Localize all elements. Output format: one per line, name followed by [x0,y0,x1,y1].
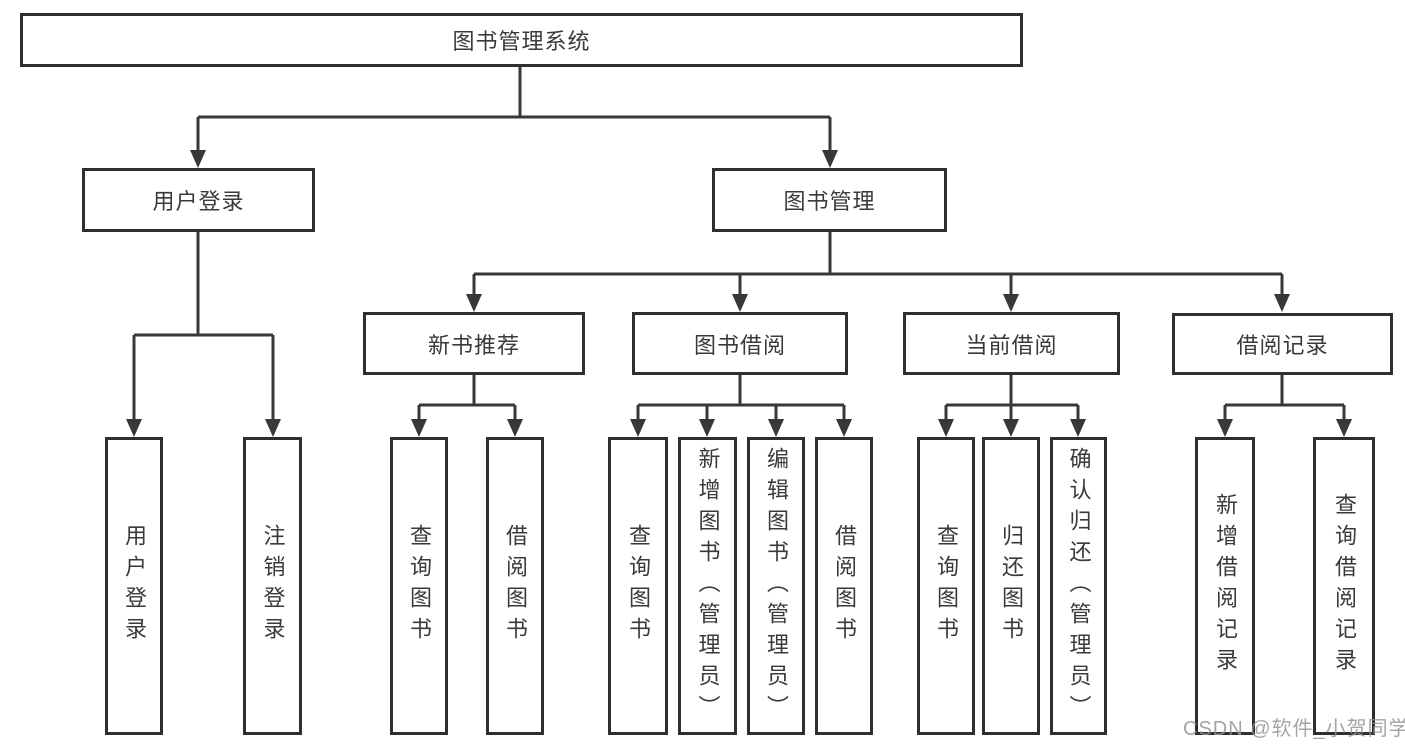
arrow-down-icon [1217,419,1233,437]
arrow-down-icon [265,419,281,437]
leaf-borrow-books-borrow: 借阅图书 [815,437,873,735]
arrow-down-icon [836,419,852,437]
connector-line [196,67,832,152]
arrow-down-icon [1336,419,1352,437]
leaf-label: 注销登录 [260,524,286,648]
leaf-label: 查询图书 [626,524,651,648]
node-borrow-record: 借阅记录 [1172,313,1393,375]
arrow-down-icon [732,294,748,312]
leaf-label: 查询图书 [934,524,959,648]
connector-current-borrow-children [938,375,1086,437]
leaf-label: 查询图书 [407,524,432,648]
node-borrow-record-label: 借阅记录 [1236,333,1329,358]
leaf-borrow-books-newbook: 借阅图书 [486,437,544,735]
leaf-return-book: 归还图书 [982,437,1040,735]
connector-line [1223,375,1346,421]
leaf-label: 借阅图书 [503,524,528,648]
node-current-borrow-label: 当前借阅 [965,332,1058,358]
leaf-label: 新增图书（管理员） [695,446,721,726]
connector-book-borrow-children [630,375,852,437]
leaf-edit-book-admin: 编辑图书（管理员） [747,437,805,735]
node-user-login-label: 用户登录 [152,189,245,214]
connector-book-mgmt-children [466,232,1290,312]
node-book-borrow-label: 图书借阅 [693,332,786,358]
leaf-logout: 注销登录 [243,437,302,735]
leaf-query-books-newbook: 查询图书 [390,437,448,735]
connector-new-book-children [411,375,523,437]
arrow-down-icon [822,150,838,168]
node-user-login: 用户登录 [82,168,315,232]
leaf-label: 新增借阅记录 [1213,493,1238,679]
connector-root-children [190,67,838,168]
node-book-mgmt: 图书管理 [712,168,947,232]
connector-line [417,375,517,421]
node-current-borrow: 当前借阅 [903,312,1120,375]
leaf-label: 归还图书 [999,524,1024,648]
leaf-label: 确认归还（管理员） [1066,446,1092,726]
leaf-confirm-return-admin: 确认归还（管理员） [1050,437,1107,735]
connector-line [636,375,846,421]
node-root: 图书管理系统 [20,13,1023,67]
node-new-book-label: 新书推荐 [427,332,520,358]
arrow-down-icon [1003,294,1019,312]
leaf-label: 查询借阅记录 [1332,493,1357,679]
connector-line [944,375,1080,421]
arrow-down-icon [768,419,784,437]
node-root-label: 图书管理系统 [452,29,591,54]
leaf-query-books-current: 查询图书 [917,437,975,735]
arrow-down-icon [126,419,142,437]
arrow-down-icon [699,419,715,437]
arrow-down-icon [507,419,523,437]
arrow-down-icon [1070,419,1086,437]
leaf-add-borrow-record: 新增借阅记录 [1195,437,1255,735]
leaf-label: 编辑图书（管理员） [764,446,789,726]
arrow-down-icon [938,419,954,437]
leaf-add-book-admin: 新增图书（管理员） [678,437,737,735]
arrow-down-icon [190,150,206,168]
node-book-borrow: 图书借阅 [632,312,848,375]
connector-user-login-children [126,232,281,437]
leaf-label: 借阅图书 [832,524,857,648]
leaf-label: 用户登录 [122,524,147,648]
arrow-down-icon [630,419,646,437]
arrow-down-icon [1003,419,1019,437]
arrow-down-icon [1274,294,1290,312]
csdn-watermark: CSDN @软件_小贺同学 [1183,718,1405,740]
node-new-book: 新书推荐 [363,312,585,375]
leaf-user-login: 用户登录 [105,437,163,735]
connector-line [132,232,275,421]
node-book-mgmt-label: 图书管理 [783,189,876,214]
leaf-query-borrow-record: 查询借阅记录 [1313,437,1375,735]
connector-line [472,232,1284,296]
connector-borrow-record-children [1217,375,1352,437]
leaf-query-books-borrow: 查询图书 [608,437,668,735]
arrow-down-icon [466,294,482,312]
arrow-down-icon [411,419,427,437]
